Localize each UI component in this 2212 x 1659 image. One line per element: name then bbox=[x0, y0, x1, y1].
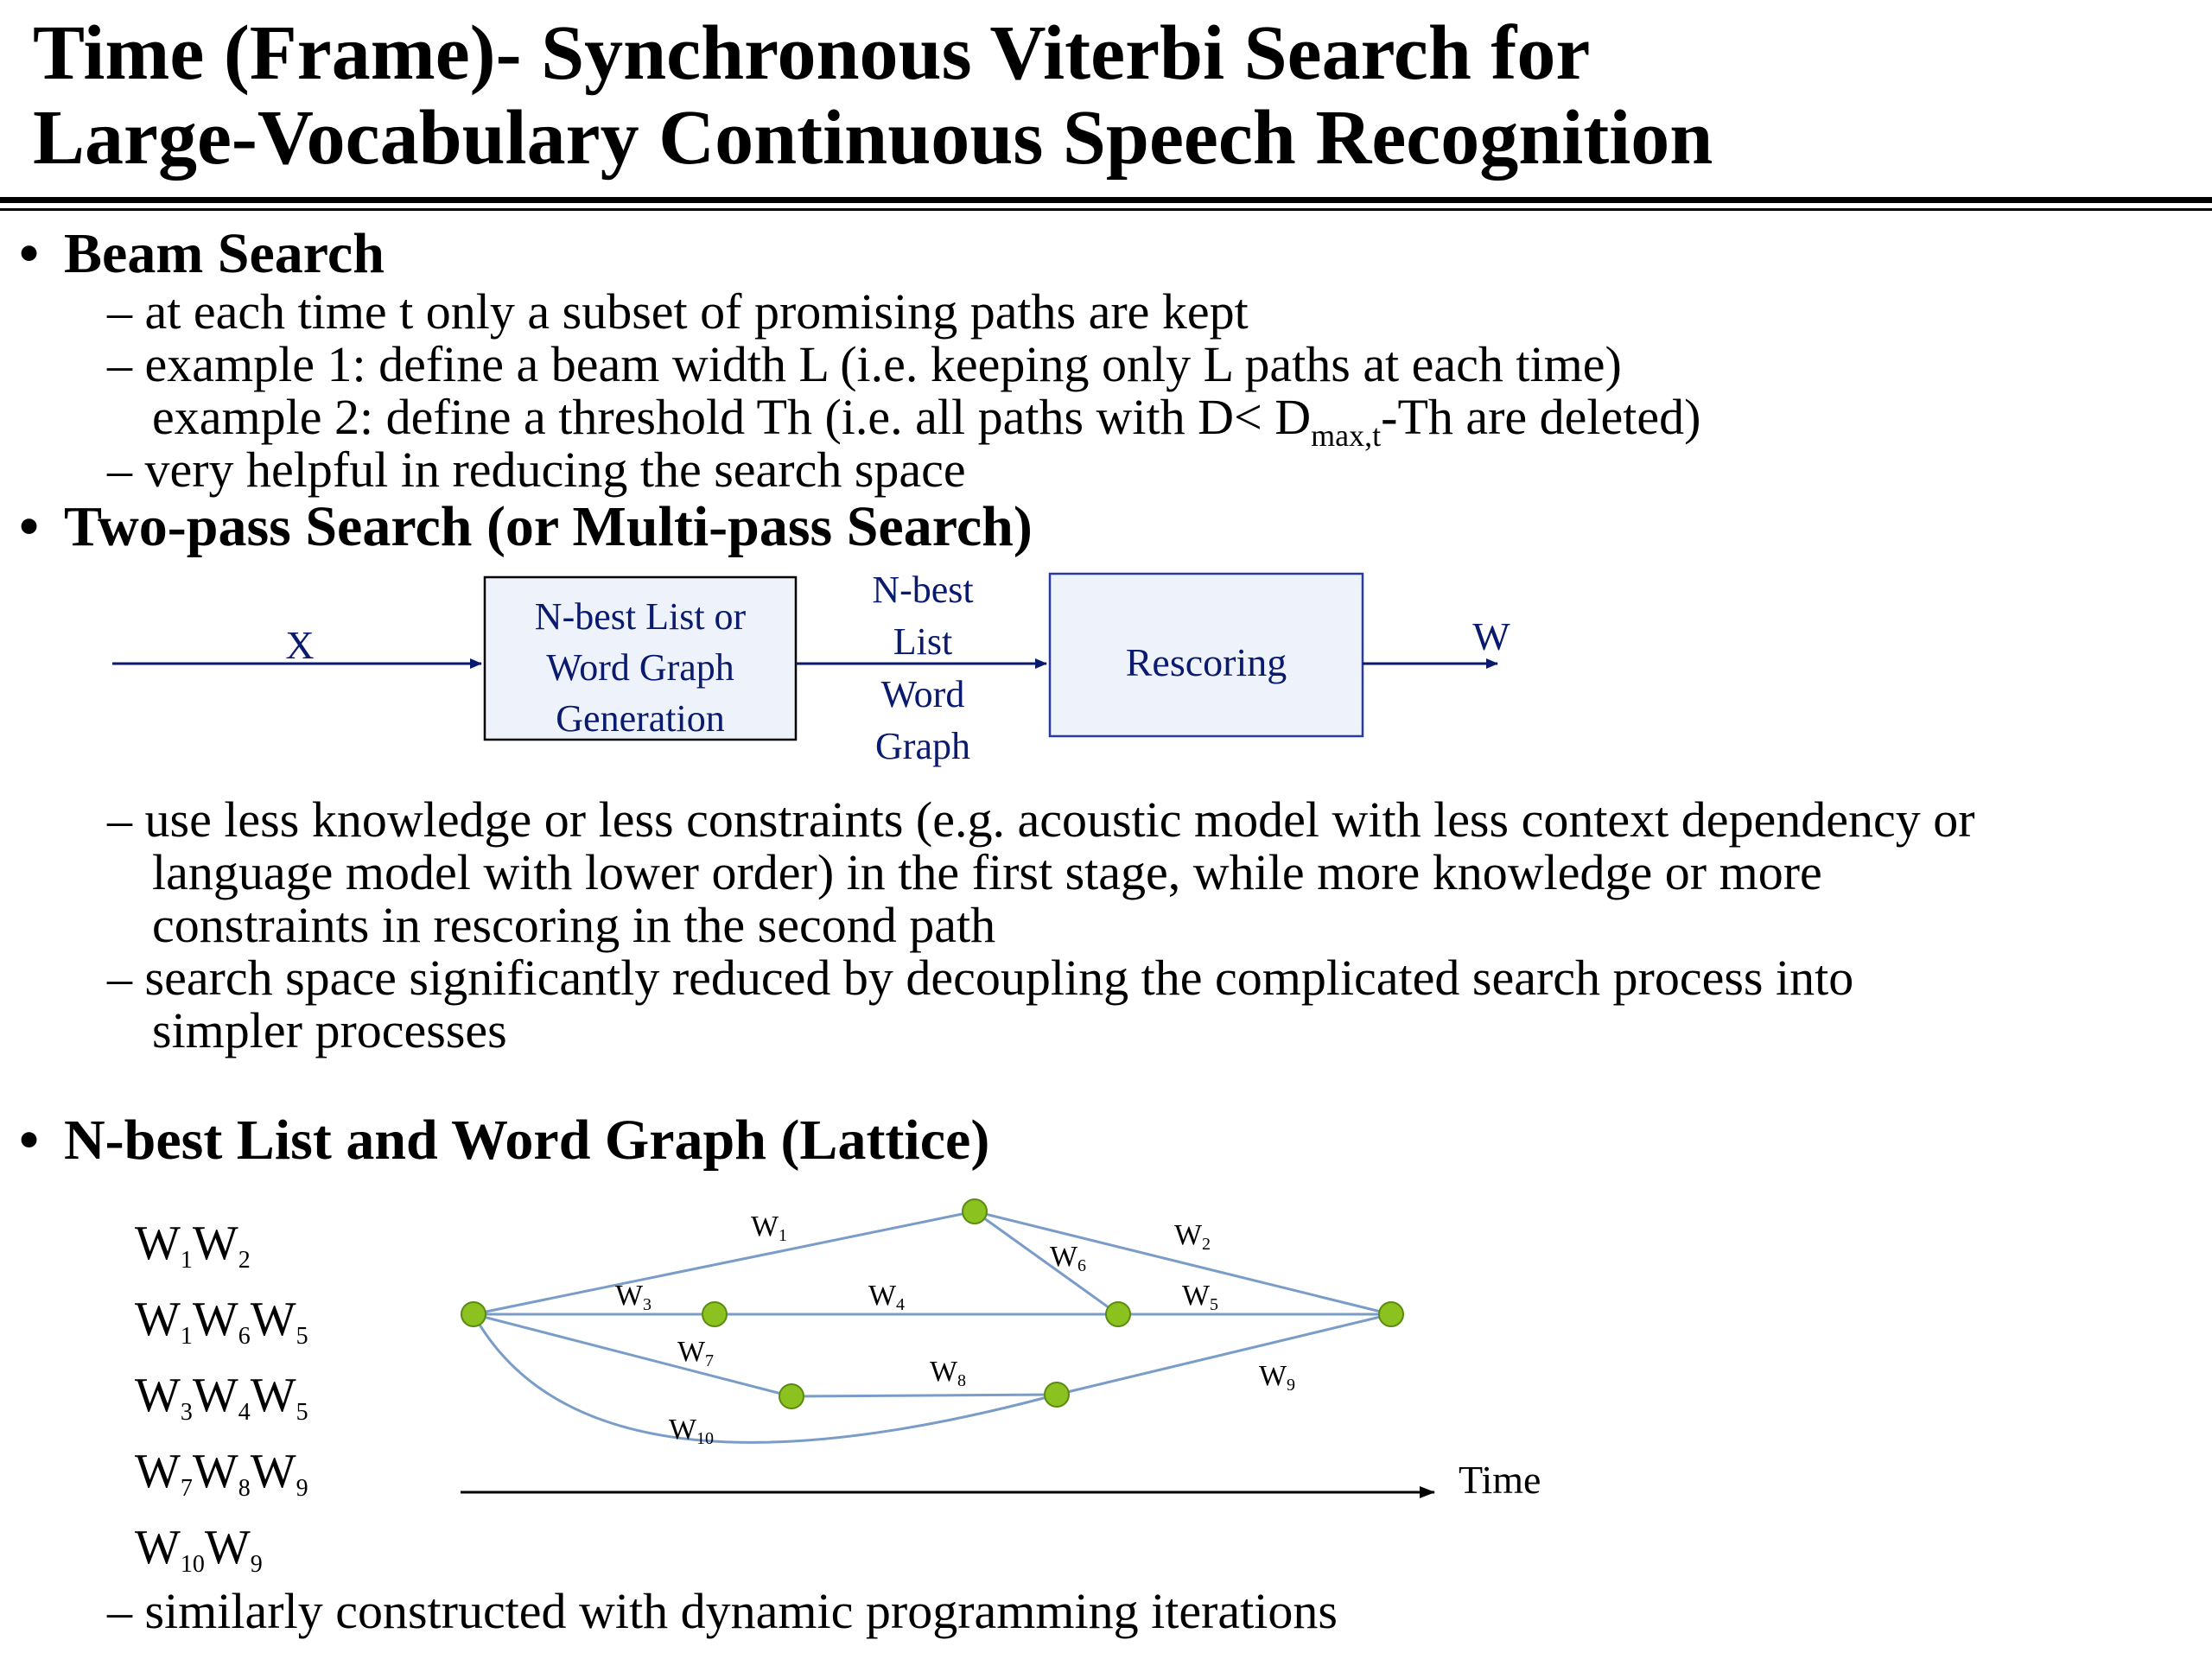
nbest-path-row: W1W2 bbox=[135, 1214, 308, 1290]
time-label: Time bbox=[1459, 1458, 1541, 1502]
beam-item-3-text: very helpful in reducing the search spac… bbox=[144, 442, 966, 498]
edge-label: W1 bbox=[751, 1211, 787, 1245]
path-word: W10 bbox=[135, 1521, 205, 1578]
twopass-item-1: – use less knowledge or less constraints… bbox=[107, 793, 1975, 847]
dash: – bbox=[107, 950, 132, 1006]
path-word: W1 bbox=[135, 1217, 193, 1274]
dash: – bbox=[107, 1583, 132, 1639]
lattice-edge bbox=[791, 1393, 1058, 1398]
rescoring-box bbox=[1048, 572, 1364, 738]
lattice-edge bbox=[472, 1313, 1058, 1444]
title-rule-thin bbox=[0, 208, 2212, 211]
box1-line2: Word Graph bbox=[546, 646, 734, 689]
dash: – bbox=[107, 283, 132, 340]
nbest-path-row: W1W6W5 bbox=[135, 1290, 308, 1366]
slide-title-line2: Large-Vocabulary Continuous Speech Recog… bbox=[33, 95, 1713, 181]
path-word: W2 bbox=[192, 1217, 251, 1274]
two-pass-diagram: X N-best List or Word Graph Generation N… bbox=[112, 569, 1510, 767]
path-word: W9 bbox=[204, 1521, 263, 1578]
bullet-dot: • bbox=[19, 495, 40, 558]
beam-item-2: – example 1: define a beam width L (i.e.… bbox=[107, 338, 1622, 391]
lattice-edge bbox=[1056, 1313, 1392, 1396]
output-label: W bbox=[1472, 614, 1510, 658]
two-pass-heading: Two-pass Search (or Multi-pass Search) bbox=[64, 495, 1033, 558]
dash: – bbox=[107, 442, 132, 498]
lattice-node bbox=[1378, 1301, 1404, 1327]
twopass-item-2-line1: search space significantly reduced by de… bbox=[144, 950, 1854, 1006]
lattice-node bbox=[1044, 1382, 1070, 1408]
dash: – bbox=[107, 336, 132, 392]
beam-search-heading: Beam Search bbox=[64, 222, 385, 285]
path-word: W9 bbox=[250, 1445, 308, 1502]
lattice-node bbox=[779, 1383, 804, 1409]
nbest-heading: N-best List and Word Graph (Lattice) bbox=[64, 1109, 990, 1172]
bullet-beam-search: • Beam Search bbox=[19, 221, 385, 287]
edge-label: W3 bbox=[615, 1280, 652, 1314]
edge-label: W9 bbox=[1259, 1360, 1295, 1395]
lattice-edge bbox=[473, 1210, 976, 1316]
bullet-nbest: • N-best List and Word Graph (Lattice) bbox=[19, 1108, 989, 1173]
mid-label-3: Word bbox=[881, 673, 965, 715]
bullet-dot: • bbox=[19, 222, 40, 285]
lattice-edge bbox=[473, 1313, 792, 1398]
dmax-subscript: max,t bbox=[1311, 418, 1382, 453]
beam-item-1-text: at each time t only a subset of promisin… bbox=[144, 283, 1249, 340]
beam-item-2-text: example 1: define a beam width L (i.e. k… bbox=[144, 336, 1622, 392]
path-word: W5 bbox=[250, 1293, 308, 1350]
twopass-item-2: – search space significantly reduced by … bbox=[107, 951, 1853, 1005]
beam-item-2b: example 2: define a threshold Th (i.e. a… bbox=[152, 391, 1700, 462]
box1-line3: Generation bbox=[556, 697, 724, 740]
beam-item-3: – very helpful in reducing the search sp… bbox=[107, 443, 966, 497]
edge-label: W8 bbox=[930, 1356, 966, 1390]
bullet-dot: • bbox=[19, 1109, 40, 1172]
nbest-final-item-text: similarly constructed with dynamic progr… bbox=[144, 1583, 1338, 1639]
path-word: W1 bbox=[135, 1293, 193, 1350]
lattice-edges bbox=[472, 1210, 1392, 1444]
mid-label-2: List bbox=[893, 620, 952, 663]
box1-line1: N-best List or bbox=[535, 595, 747, 638]
lattice-edge bbox=[974, 1210, 1392, 1316]
path-word: W4 bbox=[192, 1369, 251, 1426]
edge-label: W5 bbox=[1182, 1280, 1218, 1314]
edge-label: W10 bbox=[669, 1414, 714, 1448]
nbest-final-item: – similarly constructed with dynamic pro… bbox=[107, 1585, 1338, 1638]
edge-label: W7 bbox=[677, 1336, 714, 1370]
path-word: W8 bbox=[192, 1445, 251, 1502]
mid-label-1: N-best bbox=[872, 569, 973, 611]
path-word: W5 bbox=[250, 1369, 308, 1426]
twopass-item-2-line2: simpler processes bbox=[152, 1002, 507, 1058]
generation-box bbox=[483, 575, 798, 741]
lattice-node bbox=[702, 1301, 728, 1327]
nbest-path-row: W10W9 bbox=[135, 1518, 308, 1594]
twopass-item-1-line3: constraints in rescoring in the second p… bbox=[152, 897, 996, 953]
input-label: X bbox=[285, 623, 314, 667]
beam-item-2b-tail: -Th are deleted) bbox=[1381, 389, 1701, 445]
lattice-node bbox=[962, 1198, 988, 1224]
edge-label: W2 bbox=[1174, 1219, 1211, 1254]
twopass-item-1-line2: language model with lower order) in the … bbox=[152, 844, 1822, 900]
title-rule-thick bbox=[0, 197, 2212, 203]
bullet-two-pass: • Two-pass Search (or Multi-pass Search) bbox=[19, 494, 1033, 560]
beam-item-1: – at each time t only a subset of promis… bbox=[107, 285, 1249, 339]
slide-title-line1: Time (Frame)- Synchronous Viterbi Search… bbox=[33, 10, 1591, 96]
lattice-edge bbox=[974, 1210, 1119, 1316]
mid-label-4: Graph bbox=[875, 725, 970, 767]
edge-label: W6 bbox=[1050, 1241, 1086, 1275]
path-word: W7 bbox=[135, 1445, 193, 1502]
nbest-path-row: W7W8W9 bbox=[135, 1442, 308, 1518]
edge-label: W4 bbox=[868, 1280, 905, 1314]
nbest-path-row: W3W4W5 bbox=[135, 1366, 308, 1442]
rescoring-label: Rescoring bbox=[1126, 640, 1287, 684]
dash: – bbox=[107, 791, 132, 848]
twopass-item-1-line1: use less knowledge or less constraints (… bbox=[144, 791, 1975, 848]
lattice-node bbox=[461, 1301, 486, 1327]
beam-item-2b-text: example 2: define a threshold Th (i.e. a… bbox=[152, 389, 1312, 445]
path-word: W6 bbox=[192, 1293, 251, 1350]
lattice-nodes bbox=[461, 1198, 1404, 1409]
path-word: W3 bbox=[135, 1369, 193, 1426]
lattice-node bbox=[1105, 1301, 1131, 1327]
